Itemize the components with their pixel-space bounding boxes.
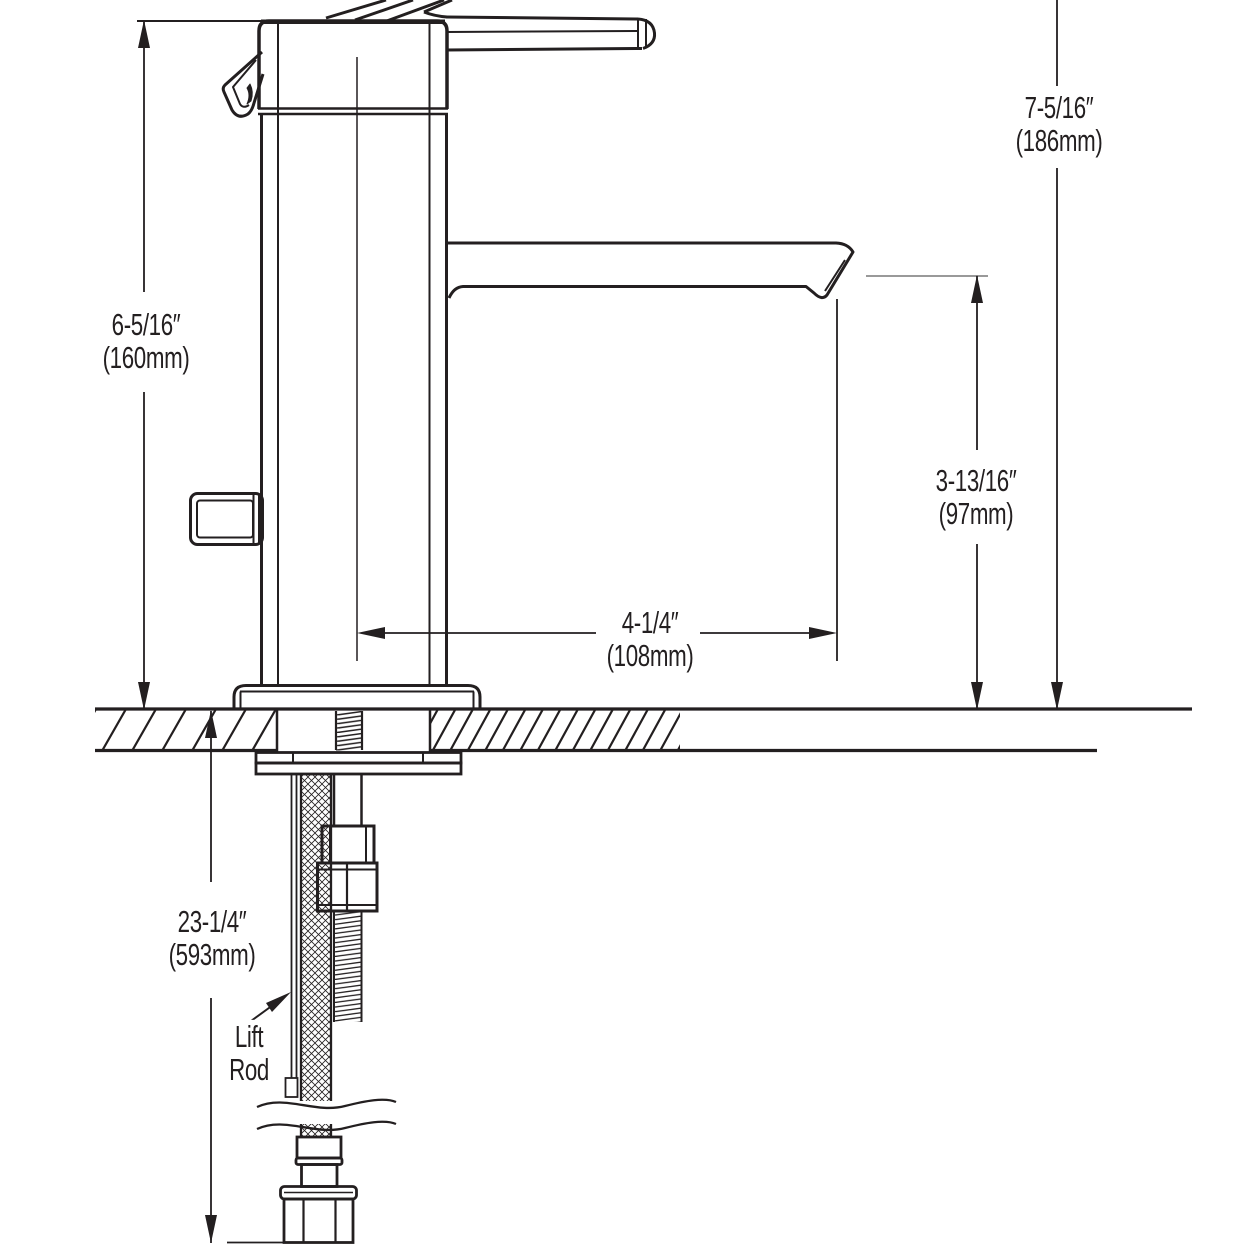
dimension-imperial: 7-5/16″ [1024, 89, 1094, 125]
hex-nut-lower [282, 1197, 355, 1244]
dimension-label-spout-height: 3-13/16″ (97mm) [932, 462, 1020, 531]
dimension-label-body-height: 6-5/16″ (160mm) [99, 306, 193, 375]
dimension-imperial: 3-13/16″ [935, 462, 1017, 498]
supply-hose [299, 774, 333, 1137]
handle-lever [325, 0, 657, 52]
lift-rod-knob [221, 50, 265, 118]
dim-supply-length [205, 710, 217, 1243]
dimension-imperial: 4-1/4″ [621, 604, 679, 640]
dimension-metric: (160mm) [102, 340, 190, 375]
coupling-block [320, 824, 376, 865]
lift-rod-callout-arrow [250, 992, 291, 1022]
countertop [95, 707, 1192, 753]
lift-rod-label: Lift Rod [226, 1020, 272, 1086]
extension-lines [137, 20, 838, 1244]
mounting-flange [254, 751, 463, 776]
shank-threads-in-hole [334, 711, 364, 751]
faucet-body [260, 23, 448, 685]
lift-rod [284, 774, 299, 1098]
side-control-knob [189, 492, 264, 546]
dimension-label-supply-length: 23-1/4″ (593mm) [165, 903, 259, 972]
base-escutcheon [232, 684, 482, 709]
mounting-shank [316, 774, 379, 1022]
dimension-label-spout-reach: 4-1/4″ (108mm) [603, 604, 697, 673]
dimension-metric: (97mm) [938, 496, 1014, 531]
dim-spout-height [971, 275, 983, 710]
dimension-label-overall-height: 7-5/16″ (186mm) [1012, 89, 1106, 158]
dim-overall-height [1051, 0, 1063, 710]
dimension-imperial: 6-5/16″ [111, 306, 181, 342]
supply-connector [279, 1135, 358, 1244]
counter-hatching [95, 710, 680, 750]
hose-break-lines [256, 1098, 397, 1132]
dimension-metric: (593mm) [168, 937, 256, 972]
dim-spout-reach [357, 627, 837, 639]
lift-rod-label-line1: Lift [234, 1018, 264, 1054]
dimension-imperial: 23-1/4″ [177, 903, 247, 939]
dim-body-height [138, 20, 150, 710]
lift-rod-label-line2: Rod [229, 1052, 269, 1087]
dimension-metric: (186mm) [1015, 123, 1103, 158]
faucet-cap [257, 19, 449, 116]
threaded-shank [333, 911, 363, 1022]
spout [447, 241, 855, 300]
dimension-metric: (108mm) [606, 638, 694, 673]
